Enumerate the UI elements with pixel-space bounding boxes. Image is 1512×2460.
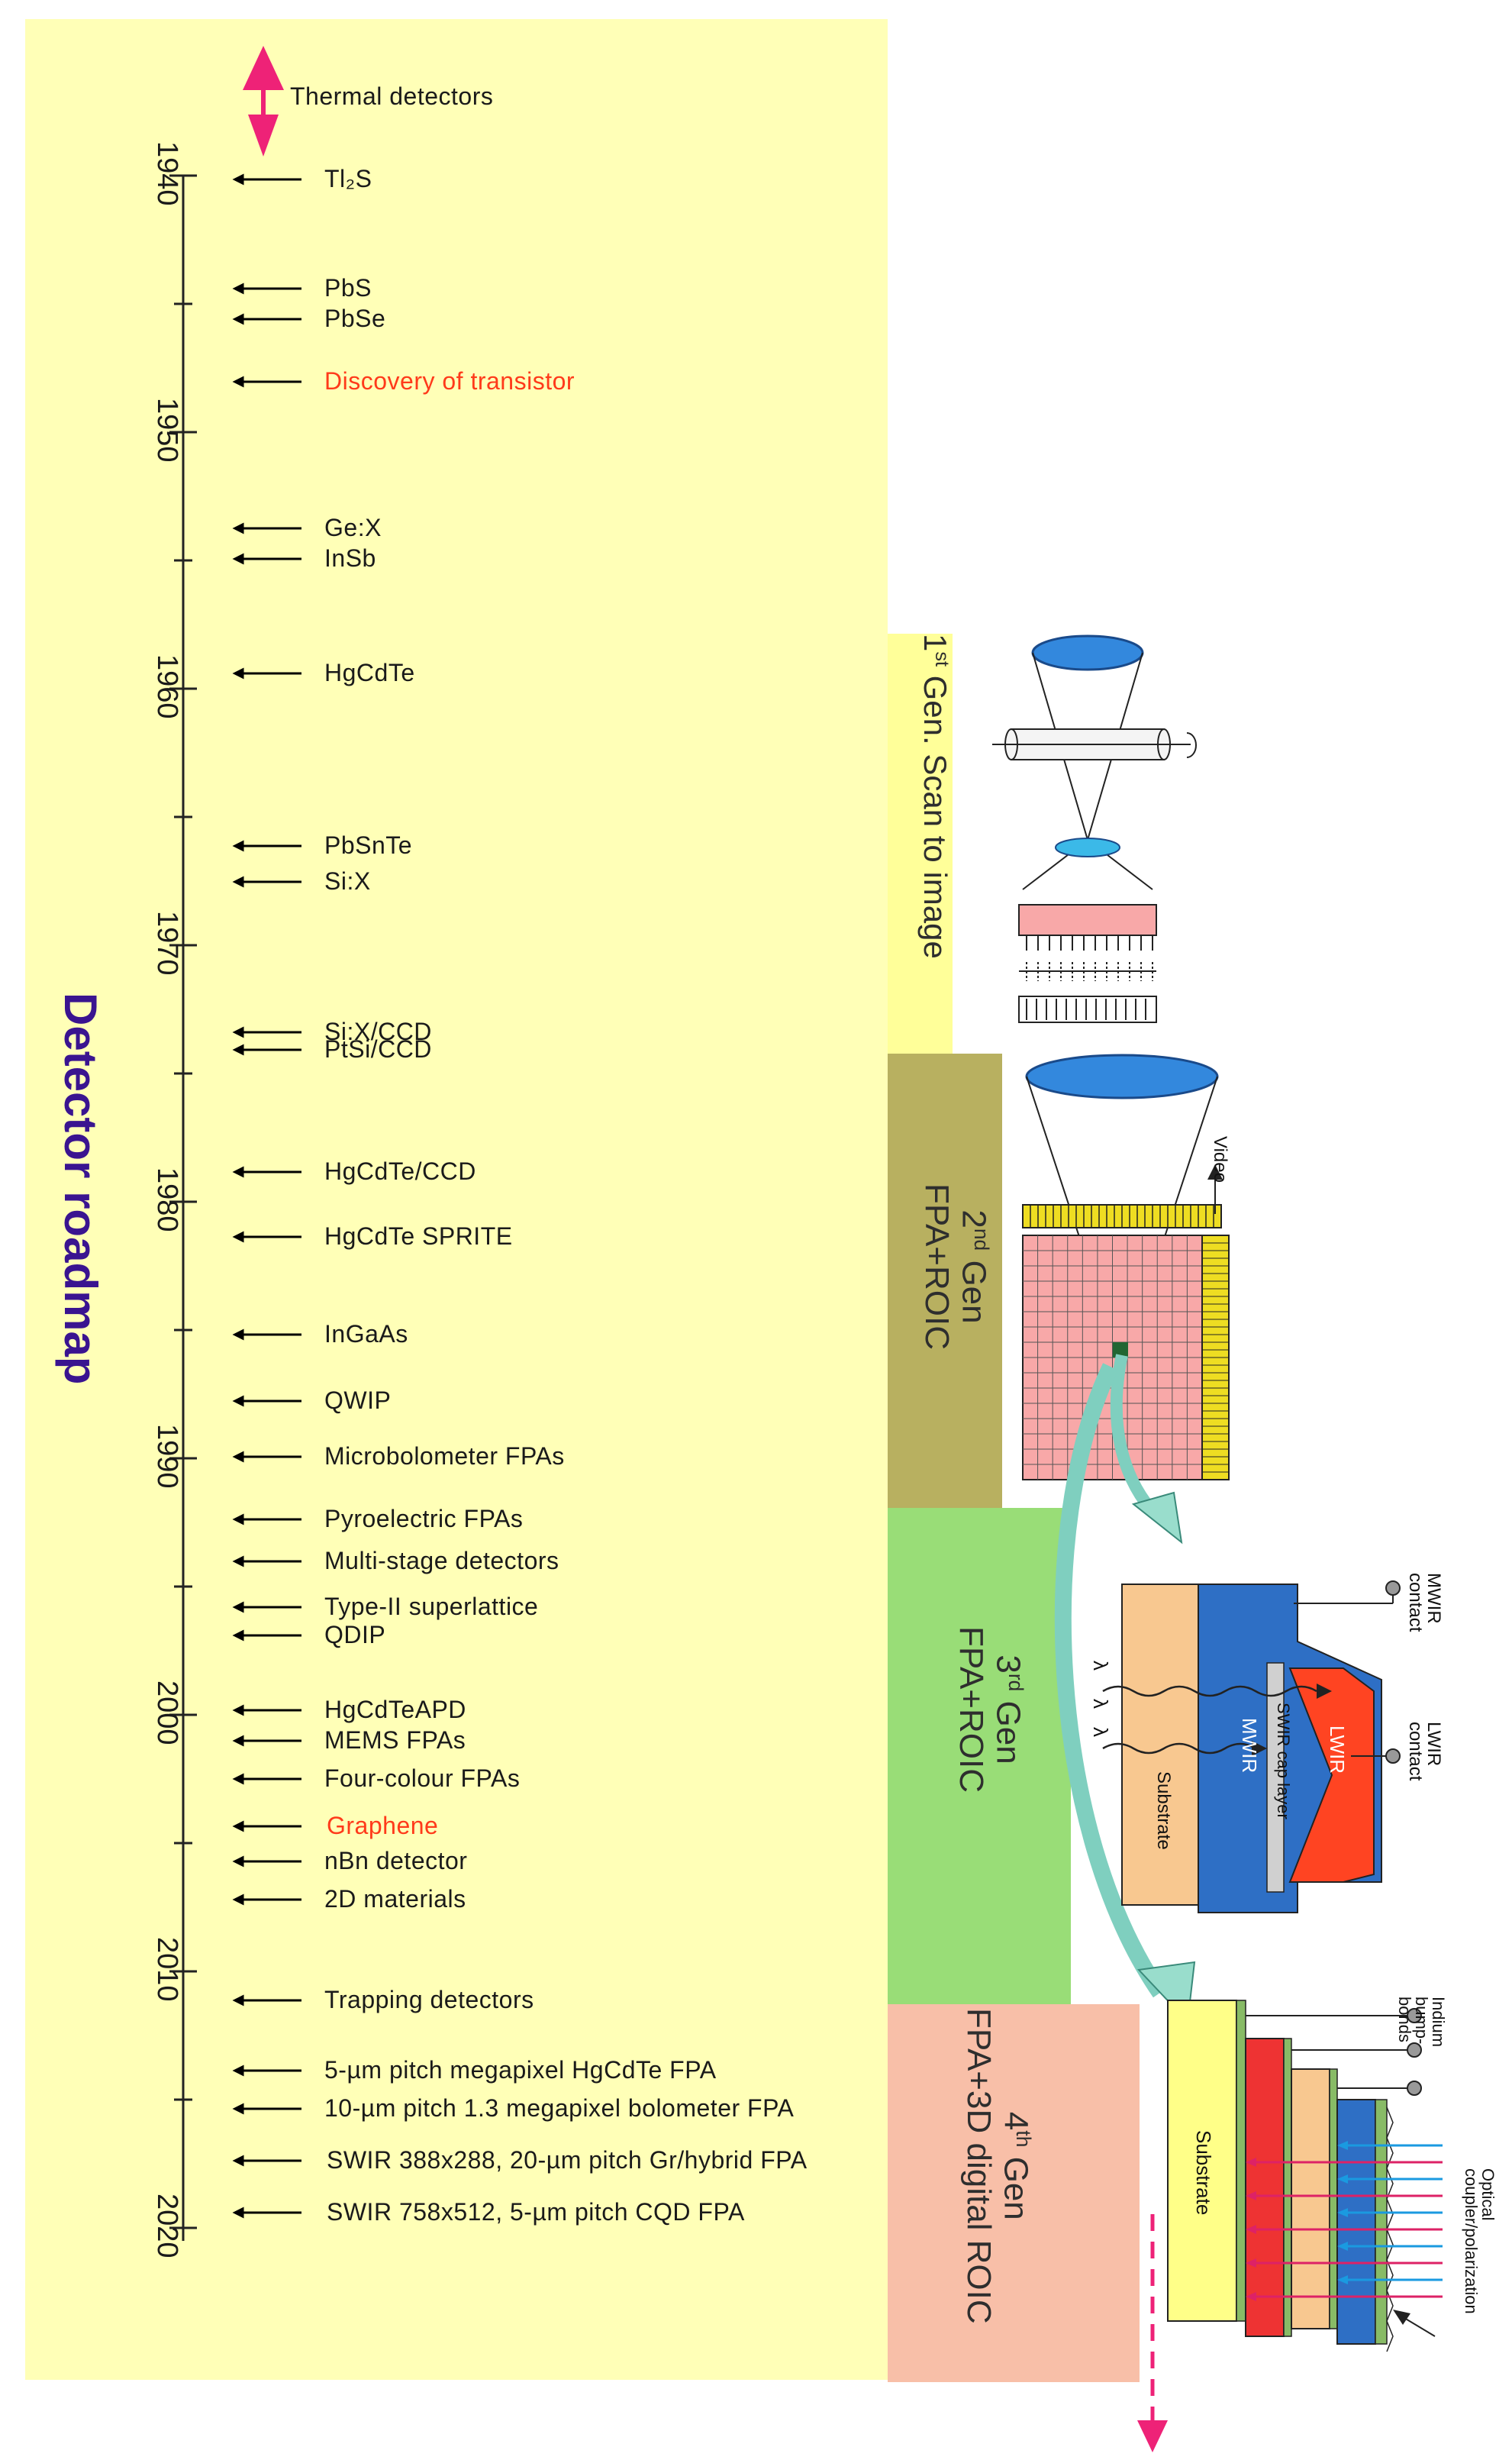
gen2-label: 2nd Gen FPA+ROIC: [917, 1183, 993, 1351]
gen4-num: 4: [997, 2111, 1035, 2131]
indium-bump-bonds-label: Indium bump-bonds: [1395, 1997, 1448, 2048]
year-label: 1970: [151, 911, 183, 976]
milestone-label: Ge:X: [324, 514, 382, 541]
milestone-label: SWIR 388x288, 20-µm pitch Gr/hybrid FPA: [327, 2146, 808, 2174]
milestone-label: InSb: [324, 544, 376, 572]
mwir-contact-label: MWIR contact: [1405, 1573, 1444, 1632]
thermal-detectors-label: Thermal detectors: [290, 82, 494, 110]
milestone-label: InGaAs: [324, 1320, 408, 1348]
year-label: 2010: [151, 1937, 183, 2002]
gen3-cross-section: [1102, 1580, 1401, 1913]
gen2-line1: Gen: [955, 1251, 993, 1324]
gen4-line1: Gen: [997, 2147, 1035, 2220]
milestone-label: QDIP: [324, 1621, 386, 1648]
milestone-label: Graphene: [327, 1812, 439, 1839]
gen1-scanner-illustration: [992, 634, 1197, 1023]
milestone-label: Multi-stage detectors: [324, 1547, 559, 1574]
swir-cap-layer-label: SWIR cap layer: [1274, 1703, 1293, 1819]
roadmap-panel: [25, 19, 888, 2380]
lwir-contact-label: LWIR contact: [1405, 1722, 1444, 1781]
gen3-substrate-label: Substrate: [1153, 1771, 1174, 1850]
gen1-label: 1st Gen. Scan to image: [917, 634, 953, 959]
lambda-label-1: λ: [1089, 1661, 1112, 1671]
milestone-label: PbS: [324, 274, 372, 302]
gen3-sup: rd: [1004, 1673, 1027, 1692]
milestone-label: Si:X/CCD: [324, 1018, 432, 1045]
lambda-label-2: λ: [1089, 1699, 1112, 1709]
year-label: 1980: [151, 1167, 183, 1232]
milestone-label: 5-µm pitch megapixel HgCdTe FPA: [324, 2056, 717, 2084]
milestone-label: Discovery of transistor: [324, 367, 575, 395]
gen2-sup: nd: [970, 1228, 993, 1251]
milestone-label: PtSi/CCD: [324, 1035, 432, 1063]
milestone-label: HgCdTe/CCD: [324, 1157, 476, 1185]
milestone-label: QWIP: [324, 1387, 392, 1414]
gen2-fpa-illustration: [1022, 1054, 1230, 1480]
milestone-label: 2D materials: [324, 1885, 466, 1913]
gen2-num: 2: [955, 1209, 993, 1228]
gen3-num: 3: [989, 1655, 1027, 1674]
milestone-label: 10-µm pitch 1.3 megapixel bolometer FPA: [324, 2094, 795, 2122]
year-label: 2000: [151, 1680, 183, 1745]
milestone-label: HgCdTe: [324, 659, 415, 686]
milestone-label: HgCdTe SPRITE: [324, 1222, 513, 1250]
milestone-label: Type-II superlattice: [324, 1593, 539, 1620]
milestone-label: PbSe: [324, 305, 386, 332]
milestone-label: PbSnTe: [324, 831, 413, 859]
diagram-title: Detector roadmap: [55, 993, 106, 1385]
milestone-label: Tl₂S: [324, 165, 372, 192]
gen4-band: [888, 2004, 1140, 2382]
future-arrow-icon: [1137, 2214, 1168, 2452]
milestone-label: Pyroelectric FPAs: [324, 1505, 524, 1532]
milestone-label: MEMS FPAs: [324, 1726, 466, 1754]
gen3-band: [888, 1508, 1071, 2004]
gen4-sup: th: [1012, 2130, 1035, 2148]
year-label: 1950: [151, 398, 183, 463]
gen1-num: 1: [917, 634, 953, 652]
gen2-line2: FPA+ROIC: [917, 1183, 956, 1351]
gen2-band: [888, 1054, 1002, 1508]
milestone-label: HgCdTeAPD: [324, 1696, 466, 1723]
gen3-label: 3rd Gen FPA+ROIC: [953, 1626, 1027, 1793]
timeline-axis: [169, 174, 197, 2241]
mwir-layer-label: MWIR: [1238, 1718, 1261, 1774]
year-label: 1940: [151, 141, 183, 206]
thermal-arrow-icon: [243, 46, 284, 157]
milestone-label: Si:X: [324, 867, 371, 895]
gen3-line1: Gen: [989, 1691, 1027, 1764]
gen1-band: [888, 634, 953, 1054]
milestone-label: Trapping detectors: [324, 1986, 534, 2013]
gen3-line2: FPA+ROIC: [952, 1626, 990, 1793]
gen4-substrate-label: Substrate: [1192, 2130, 1215, 2216]
gen4-stack: [1167, 2000, 1443, 2352]
gen4-label: 4th Gen FPA+3D digital ROIC: [959, 2008, 1035, 2324]
year-label: 1990: [151, 1424, 183, 1489]
milestone-label: Microbolometer FPAs: [324, 1442, 565, 1470]
lambda-label-3: λ: [1089, 1727, 1112, 1737]
optical-coupler-label: Optical coupler/polarization: [1462, 2168, 1497, 2314]
milestone-arrows: [232, 173, 301, 2219]
year-label: 1960: [151, 654, 183, 719]
teal-arrow-icons: [1054, 1354, 1196, 2024]
milestone-label: nBn detector: [324, 1847, 468, 1874]
milestone-label: SWIR 758x512, 5-µm pitch CQD FPA: [327, 2198, 745, 2226]
video-label: Video: [1210, 1136, 1230, 1183]
gen4-line2: FPA+3D digital ROIC: [959, 2008, 998, 2324]
gen1-sup: st: [931, 651, 953, 667]
gen1-text: Gen. Scan to image: [917, 666, 953, 959]
milestone-label: Four-colour FPAs: [324, 1764, 521, 1792]
year-label: 2020: [151, 2194, 183, 2258]
lwir-layer-label: LWIR: [1326, 1726, 1349, 1774]
